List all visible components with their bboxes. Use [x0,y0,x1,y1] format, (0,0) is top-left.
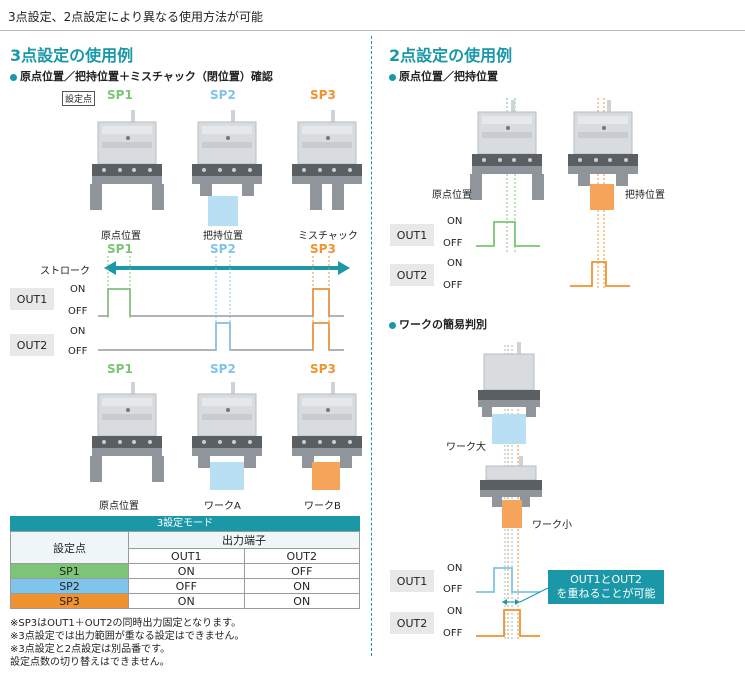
gripper-sp1-top [90,109,164,210]
bullet-icon [10,73,17,81]
sp2-label-bottom: SP2 [210,362,236,376]
caption-work-a: ワークA [204,501,241,512]
setpoint-tag: 設定点 [62,91,96,106]
caption-work-large: ワーク大 [446,442,486,453]
note-4: 設定点数の切り替えはできません。 [10,657,170,668]
out2-on-left: ON [70,326,86,337]
out1-box-work: OUT1 [390,570,434,592]
right-subheading: 原点位置／把持位置 [389,68,498,84]
right-subheading-2: ワークの簡易判別 [389,316,487,332]
caption-origin-bottom: 原点位置 [99,501,139,512]
table-cell: ON [243,578,360,594]
out2-off-work: OFF [443,628,463,639]
column-divider [371,36,372,656]
sp2-label-top: SP2 [210,88,236,102]
caption-grip-top: 把持位置 [203,231,243,242]
gripper-right-grip [567,99,639,210]
callout-line-2: を重ねることが可能 [556,587,656,600]
sp3-label-bottom: SP3 [310,362,336,376]
table-col-header: 設定点 [10,531,129,564]
caption-work-small: ワーク小 [532,520,572,531]
gripper-work-large [478,342,540,444]
out2-off-left: OFF [68,346,88,357]
table-row-sp3: SP3 [10,593,129,609]
out1-off-left: OFF [68,306,88,317]
gripper-work-small [480,456,542,528]
bullet-icon [389,73,396,81]
out2-off-right: OFF [443,280,463,291]
table-row-sp1: SP1 [10,563,129,579]
sp2-label-mid: SP2 [210,242,236,256]
sp3-label-top: SP3 [310,88,336,102]
gripper-sp3-top [291,109,363,210]
gripper-right-origin [470,99,544,200]
right-subheading-2-text: ワークの簡易判別 [399,318,487,331]
stroke-label: ストローク [40,266,90,277]
table-cell: OFF [128,578,245,594]
table-sub-header-out2: OUT2 [243,548,360,564]
sp1-label-top: SP1 [107,88,133,102]
out2-box-work: OUT2 [390,612,434,634]
callout-line-1: OUT1とOUT2 [570,573,642,586]
sp1-label-mid: SP1 [107,242,133,256]
table-group-header: 出力端子 [128,531,360,549]
table-cell: OFF [243,563,360,579]
table-title: 3設定モード [10,516,360,531]
out1-on-work: ON [447,563,463,574]
page-title: 3点設定、2点設定により異なる使用方法が可能 [8,10,264,24]
left-subheading-text: 原点位置／把持位置＋ミスチャック（閉位置）確認 [20,70,273,83]
right-heading: 2点設定の使用例 [389,46,513,65]
table-sub-header-out1: OUT1 [128,548,245,564]
out2-box-left: OUT2 [10,334,54,356]
caption-right-origin: 原点位置 [432,190,472,201]
out2-on-work: ON [447,606,463,617]
table-cell: ON [243,593,360,609]
out1-on-left: ON [70,284,86,295]
mode-table: 設定点 出力端子 OUT1 OUT2 SP1 ON OFF SP2 OFF ON… [10,531,360,609]
sp3-label-mid: SP3 [310,242,336,256]
bullet-icon [389,321,396,329]
sp1-label-bottom: SP1 [107,362,133,376]
left-heading: 3点設定の使用例 [10,46,134,65]
note-2: ※3点設定では出力範囲が重なる設定はできません。 [10,631,245,642]
note-3: ※3点設定と2点設定は別品番です。 [10,644,171,655]
out2-on-right: ON [447,258,463,269]
out1-off-right: OFF [443,238,463,249]
gripper-sp1-bottom [90,381,164,482]
caption-origin-top: 原点位置 [101,231,141,242]
out2-box-right: OUT2 [390,264,434,286]
right-subheading-text: 原点位置／把持位置 [399,70,498,83]
out1-box-right: OUT1 [390,224,434,246]
table-cell: ON [128,563,245,579]
out1-off-work: OFF [443,584,463,595]
title-rule [0,30,745,31]
table-row-sp2: SP2 [10,578,129,594]
out1-box-left: OUT1 [10,288,54,310]
out1-on-right: ON [447,216,463,227]
table-cell: ON [128,593,245,609]
gripper-sp2-top [191,109,263,226]
gripper-sp3-bottom [291,381,363,490]
caption-right-grip: 把持位置 [625,190,665,201]
caption-mischuck-top: ミスチャック [298,231,358,242]
left-subheading: 原点位置／把持位置＋ミスチャック（閉位置）確認 [10,68,273,84]
gripper-sp2-bottom [191,381,263,490]
caption-work-b: ワークB [304,501,341,512]
overlap-callout: OUT1とOUT2 を重ねることが可能 [548,570,664,604]
note-1: ※SP3はOUT1＋OUT2の同時出力固定となります。 [10,618,242,629]
